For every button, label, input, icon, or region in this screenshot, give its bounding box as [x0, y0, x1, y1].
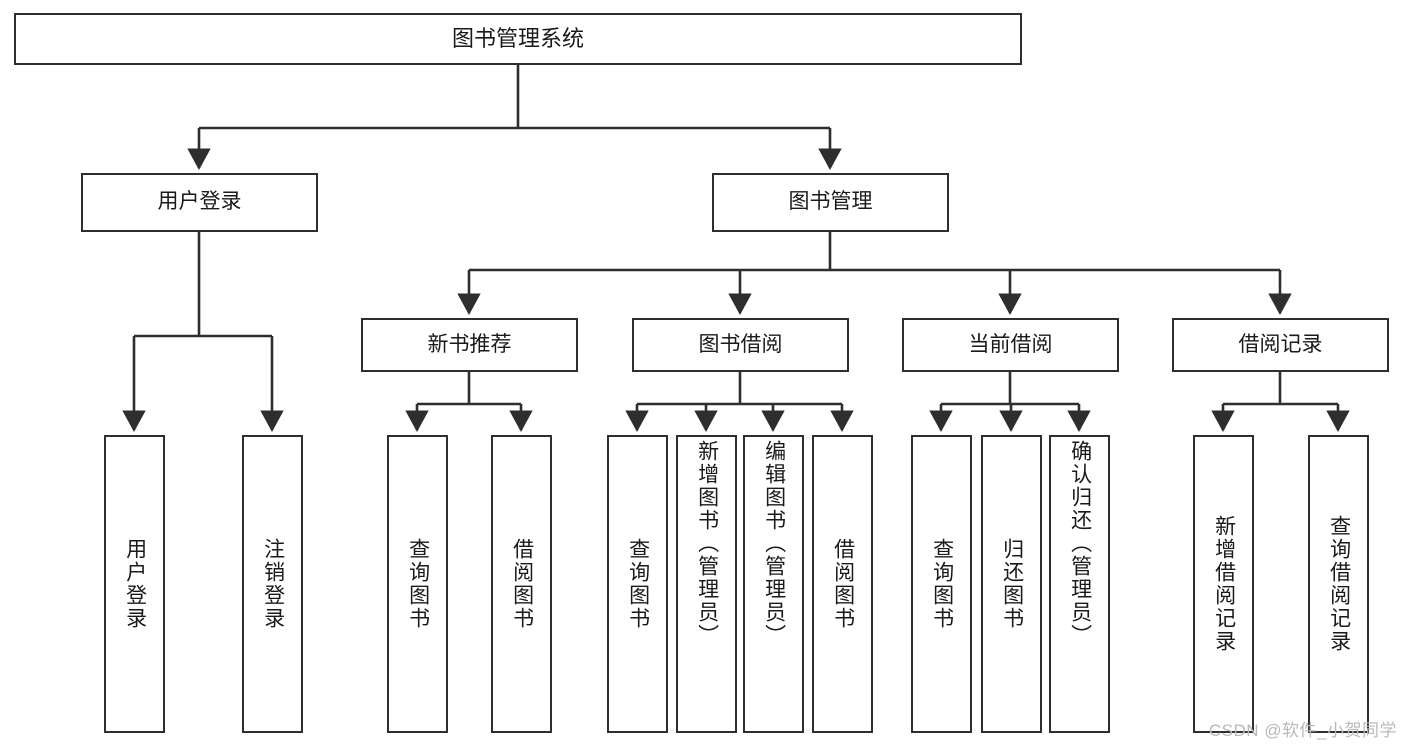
node-label: 图书管理	[788, 190, 873, 214]
leaf-query-books-current[interactable]: 查询图书	[911, 435, 972, 733]
node-label: 查询借阅记录	[1327, 515, 1351, 653]
node-root-book-management-system[interactable]: 图书管理系统	[14, 13, 1022, 65]
node-label: 图书管理系统	[451, 26, 584, 52]
node-label: 编辑图书（管理员）	[762, 440, 786, 647]
leaf-return-books[interactable]: 归还图书	[981, 435, 1042, 733]
node-new-book-recommendation[interactable]: 新书推荐	[361, 318, 578, 372]
node-label: 归还图书	[1000, 538, 1024, 630]
node-label: 查询图书	[930, 538, 954, 630]
leaf-query-borrow-record[interactable]: 查询借阅记录	[1308, 435, 1369, 733]
node-label: 用户登录	[157, 190, 242, 214]
leaf-logout[interactable]: 注销登录	[242, 435, 303, 733]
node-borrowing-records[interactable]: 借阅记录	[1172, 318, 1389, 372]
leaf-query-books-recommend[interactable]: 查询图书	[387, 435, 448, 733]
node-label: 借阅图书	[831, 538, 855, 630]
leaf-confirm-return-admin[interactable]: 确认归还（管理员）	[1049, 435, 1110, 733]
node-label: 新书推荐	[427, 332, 512, 356]
leaf-add-book-admin[interactable]: 新增图书（管理员）	[676, 435, 737, 733]
node-book-borrowing[interactable]: 图书借阅	[632, 318, 849, 372]
leaf-edit-book-admin[interactable]: 编辑图书（管理员）	[743, 435, 804, 733]
node-label: 查询图书	[406, 538, 430, 630]
node-label: 用户登录	[123, 538, 147, 630]
node-label: 注销登录	[261, 538, 285, 630]
node-user-login[interactable]: 用户登录	[81, 173, 318, 232]
node-book-management[interactable]: 图书管理	[712, 173, 949, 232]
node-label: 借阅记录	[1238, 332, 1323, 356]
node-label: 确认归还（管理员）	[1068, 440, 1092, 647]
node-label: 当前借阅	[968, 332, 1053, 356]
leaf-borrow-books-recommend[interactable]: 借阅图书	[491, 435, 552, 733]
node-label: 新增图书（管理员）	[695, 440, 719, 647]
node-label: 图书借阅	[698, 332, 783, 356]
leaf-user-login[interactable]: 用户登录	[104, 435, 165, 733]
node-label: 查询图书	[626, 538, 650, 630]
leaf-borrow-books[interactable]: 借阅图书	[812, 435, 873, 733]
node-current-borrowing[interactable]: 当前借阅	[902, 318, 1119, 372]
node-label: 借阅图书	[510, 538, 534, 630]
leaf-add-borrow-record[interactable]: 新增借阅记录	[1193, 435, 1254, 733]
node-label: 新增借阅记录	[1212, 515, 1236, 653]
leaf-query-books-borrow[interactable]: 查询图书	[607, 435, 668, 733]
